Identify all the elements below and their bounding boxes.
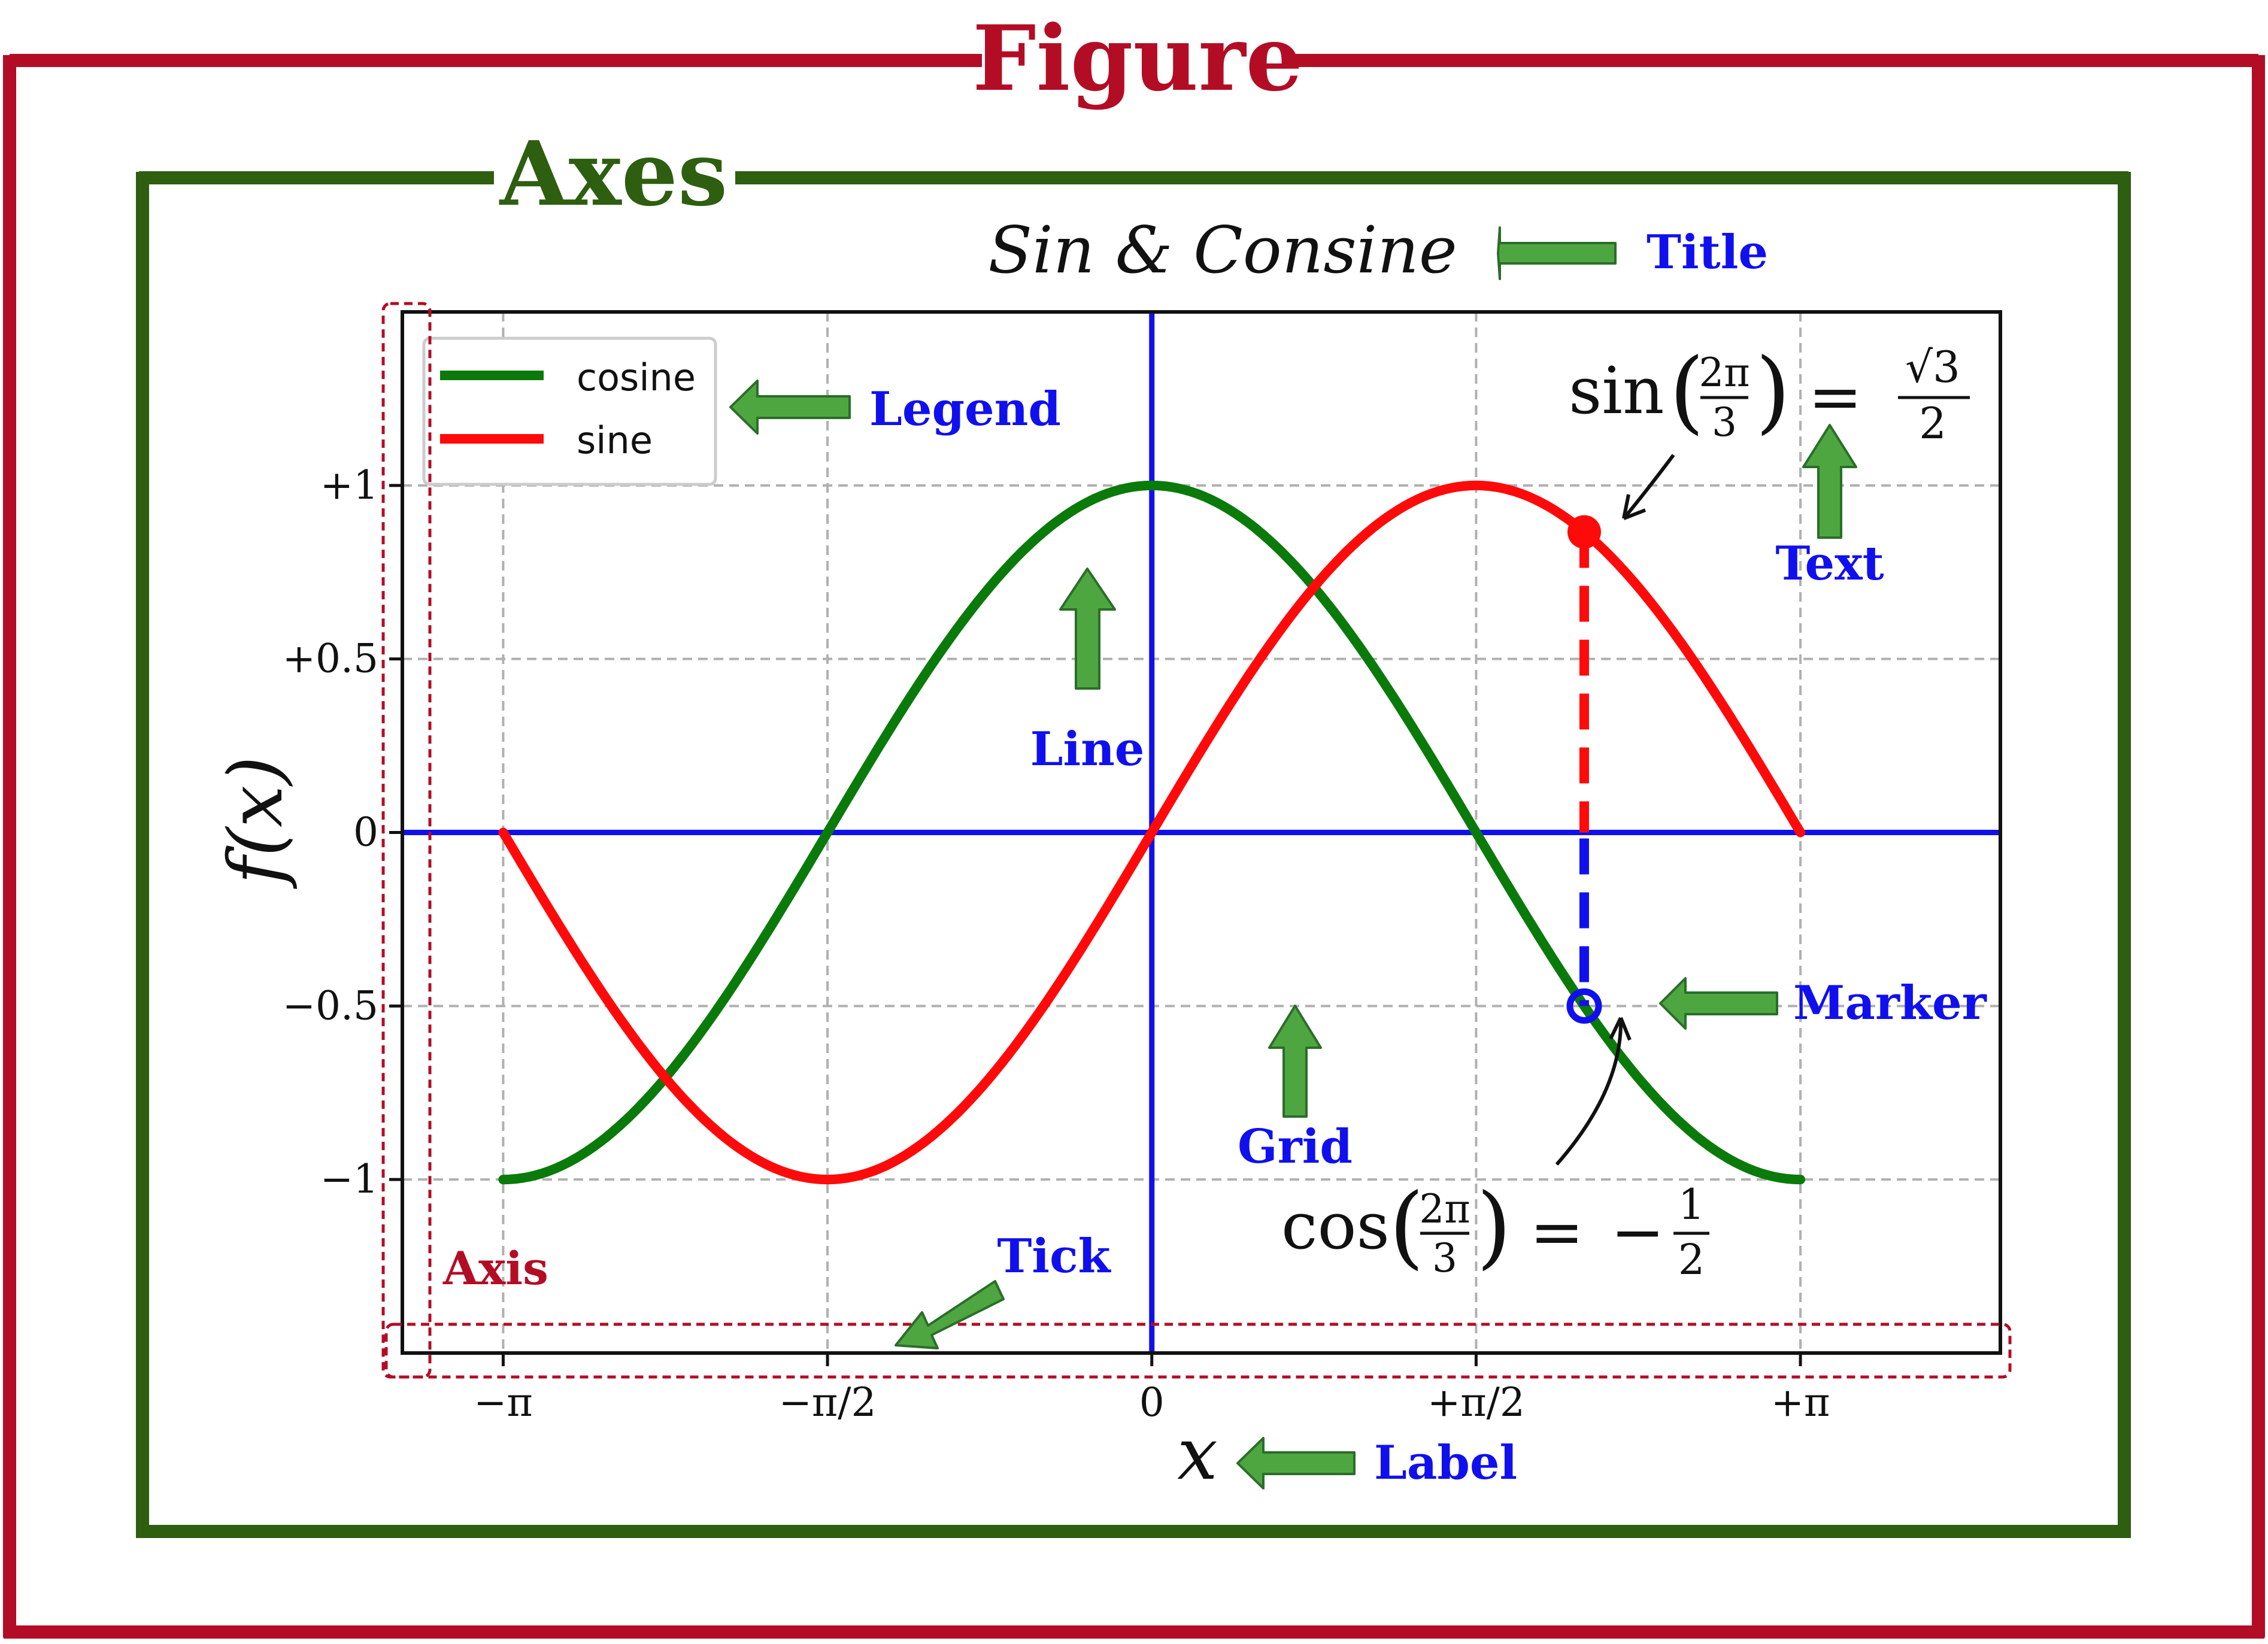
arrow-up-icon xyxy=(1802,424,1857,539)
arrow-left-icon xyxy=(1497,226,1617,280)
cos-pointer-head xyxy=(1609,1017,1632,1041)
callout-arrows xyxy=(729,226,1857,1490)
y-axis-label: f(x) xyxy=(213,756,299,889)
sin-annotation-num: 2π xyxy=(1699,350,1749,396)
arrow-diagonal-icon xyxy=(895,1280,1005,1349)
sin-pointer-head xyxy=(1622,494,1647,520)
callout-legend: Legend xyxy=(869,382,1061,436)
y-tick-label: 0 xyxy=(353,809,378,856)
cosine-marker xyxy=(1566,988,1602,1024)
cos-annotation-rhs-den: 2 xyxy=(1678,1235,1705,1284)
cos-annotation-den: 3 xyxy=(1432,1235,1457,1281)
ticks: −π −π/2 0 +π/2 +π +1 +0.5 0 −0.5 −1 xyxy=(283,462,1830,1425)
callout-axis: Axis xyxy=(442,1242,548,1295)
callout-tick: Tick xyxy=(997,1229,1111,1284)
callout-grid: Grid xyxy=(1238,1120,1353,1174)
sin-annotation-lparen: ( xyxy=(1669,339,1705,444)
callout-title: Title xyxy=(1647,225,1768,280)
legend: cosine sine xyxy=(422,336,717,486)
axes-label: Axes xyxy=(499,122,728,226)
figure-label: Figure xyxy=(972,6,1303,111)
arrow-left-icon xyxy=(1236,1437,1356,1490)
arrow-left-icon xyxy=(729,380,851,435)
legend-label-sine: sine xyxy=(577,418,653,462)
y-tick-label: +0.5 xyxy=(283,636,378,682)
cos-annotation-rparen: ) xyxy=(1476,1175,1512,1279)
cos-annotation: cos ( 2π 3 ) = − 1 2 xyxy=(1281,1175,1709,1284)
cos-pointer-arrow xyxy=(1555,1017,1623,1166)
callout-text: Text xyxy=(1775,536,1884,591)
sin-annotation-rparen: ) xyxy=(1755,339,1791,444)
cos-annotation-fn: cos xyxy=(1281,1189,1390,1264)
y-tick-label: −0.5 xyxy=(283,982,378,1029)
sin-annotation-eq: = xyxy=(1808,360,1863,435)
x-tick-label: −π/2 xyxy=(779,1379,877,1425)
arrow-up-icon xyxy=(1059,568,1116,690)
annotation-pointers xyxy=(1555,454,1675,1166)
figure-frame xyxy=(3,54,2265,1639)
cos-annotation-num: 2π xyxy=(1419,1186,1470,1232)
y-tick-label: −1 xyxy=(320,1156,378,1202)
x-axis-label: x xyxy=(1177,1413,1218,1496)
sin-annotation-rhs-den: 2 xyxy=(1919,398,1946,448)
arrow-up-icon xyxy=(1268,1005,1322,1118)
sin-annotation-den: 3 xyxy=(1712,399,1737,445)
axes-frame xyxy=(136,171,2131,1538)
sin-annotation: sin ( 2π 3 ) = √3 2 xyxy=(1569,339,1970,448)
cos-annotation-lparen: ( xyxy=(1389,1175,1424,1279)
chart-title: Sin & Consine xyxy=(988,213,1457,288)
x-axis-highlight xyxy=(384,1323,2012,1379)
legend-label-cosine: cosine xyxy=(577,356,696,399)
x-tick-label: +π/2 xyxy=(1427,1379,1525,1425)
cos-annotation-rhs-num: 1 xyxy=(1678,1180,1705,1229)
arrow-left-icon xyxy=(1659,977,1778,1030)
sine-marker xyxy=(1567,515,1601,549)
axis-highlights xyxy=(381,302,2012,1379)
x-tick-label: +π xyxy=(1771,1379,1830,1425)
callout-labels: Title Legend Line Text Marker Grid Tick … xyxy=(869,225,1987,1490)
x-tick-label: −π xyxy=(474,1379,533,1425)
callout-label: Label xyxy=(1374,1436,1517,1490)
cos-annotation-eq: = xyxy=(1530,1195,1584,1270)
cos-annotation-sign: − xyxy=(1611,1195,1665,1270)
callout-marker: Marker xyxy=(1793,976,1987,1030)
sin-pointer-arrow xyxy=(1622,454,1675,520)
sin-annotation-rhs-num: √3 xyxy=(1905,342,1960,392)
x-tick-label: 0 xyxy=(1139,1379,1165,1425)
sin-annotation-fn: sin xyxy=(1569,354,1664,429)
y-tick-label: +1 xyxy=(320,462,378,508)
callout-line: Line xyxy=(1030,722,1145,776)
